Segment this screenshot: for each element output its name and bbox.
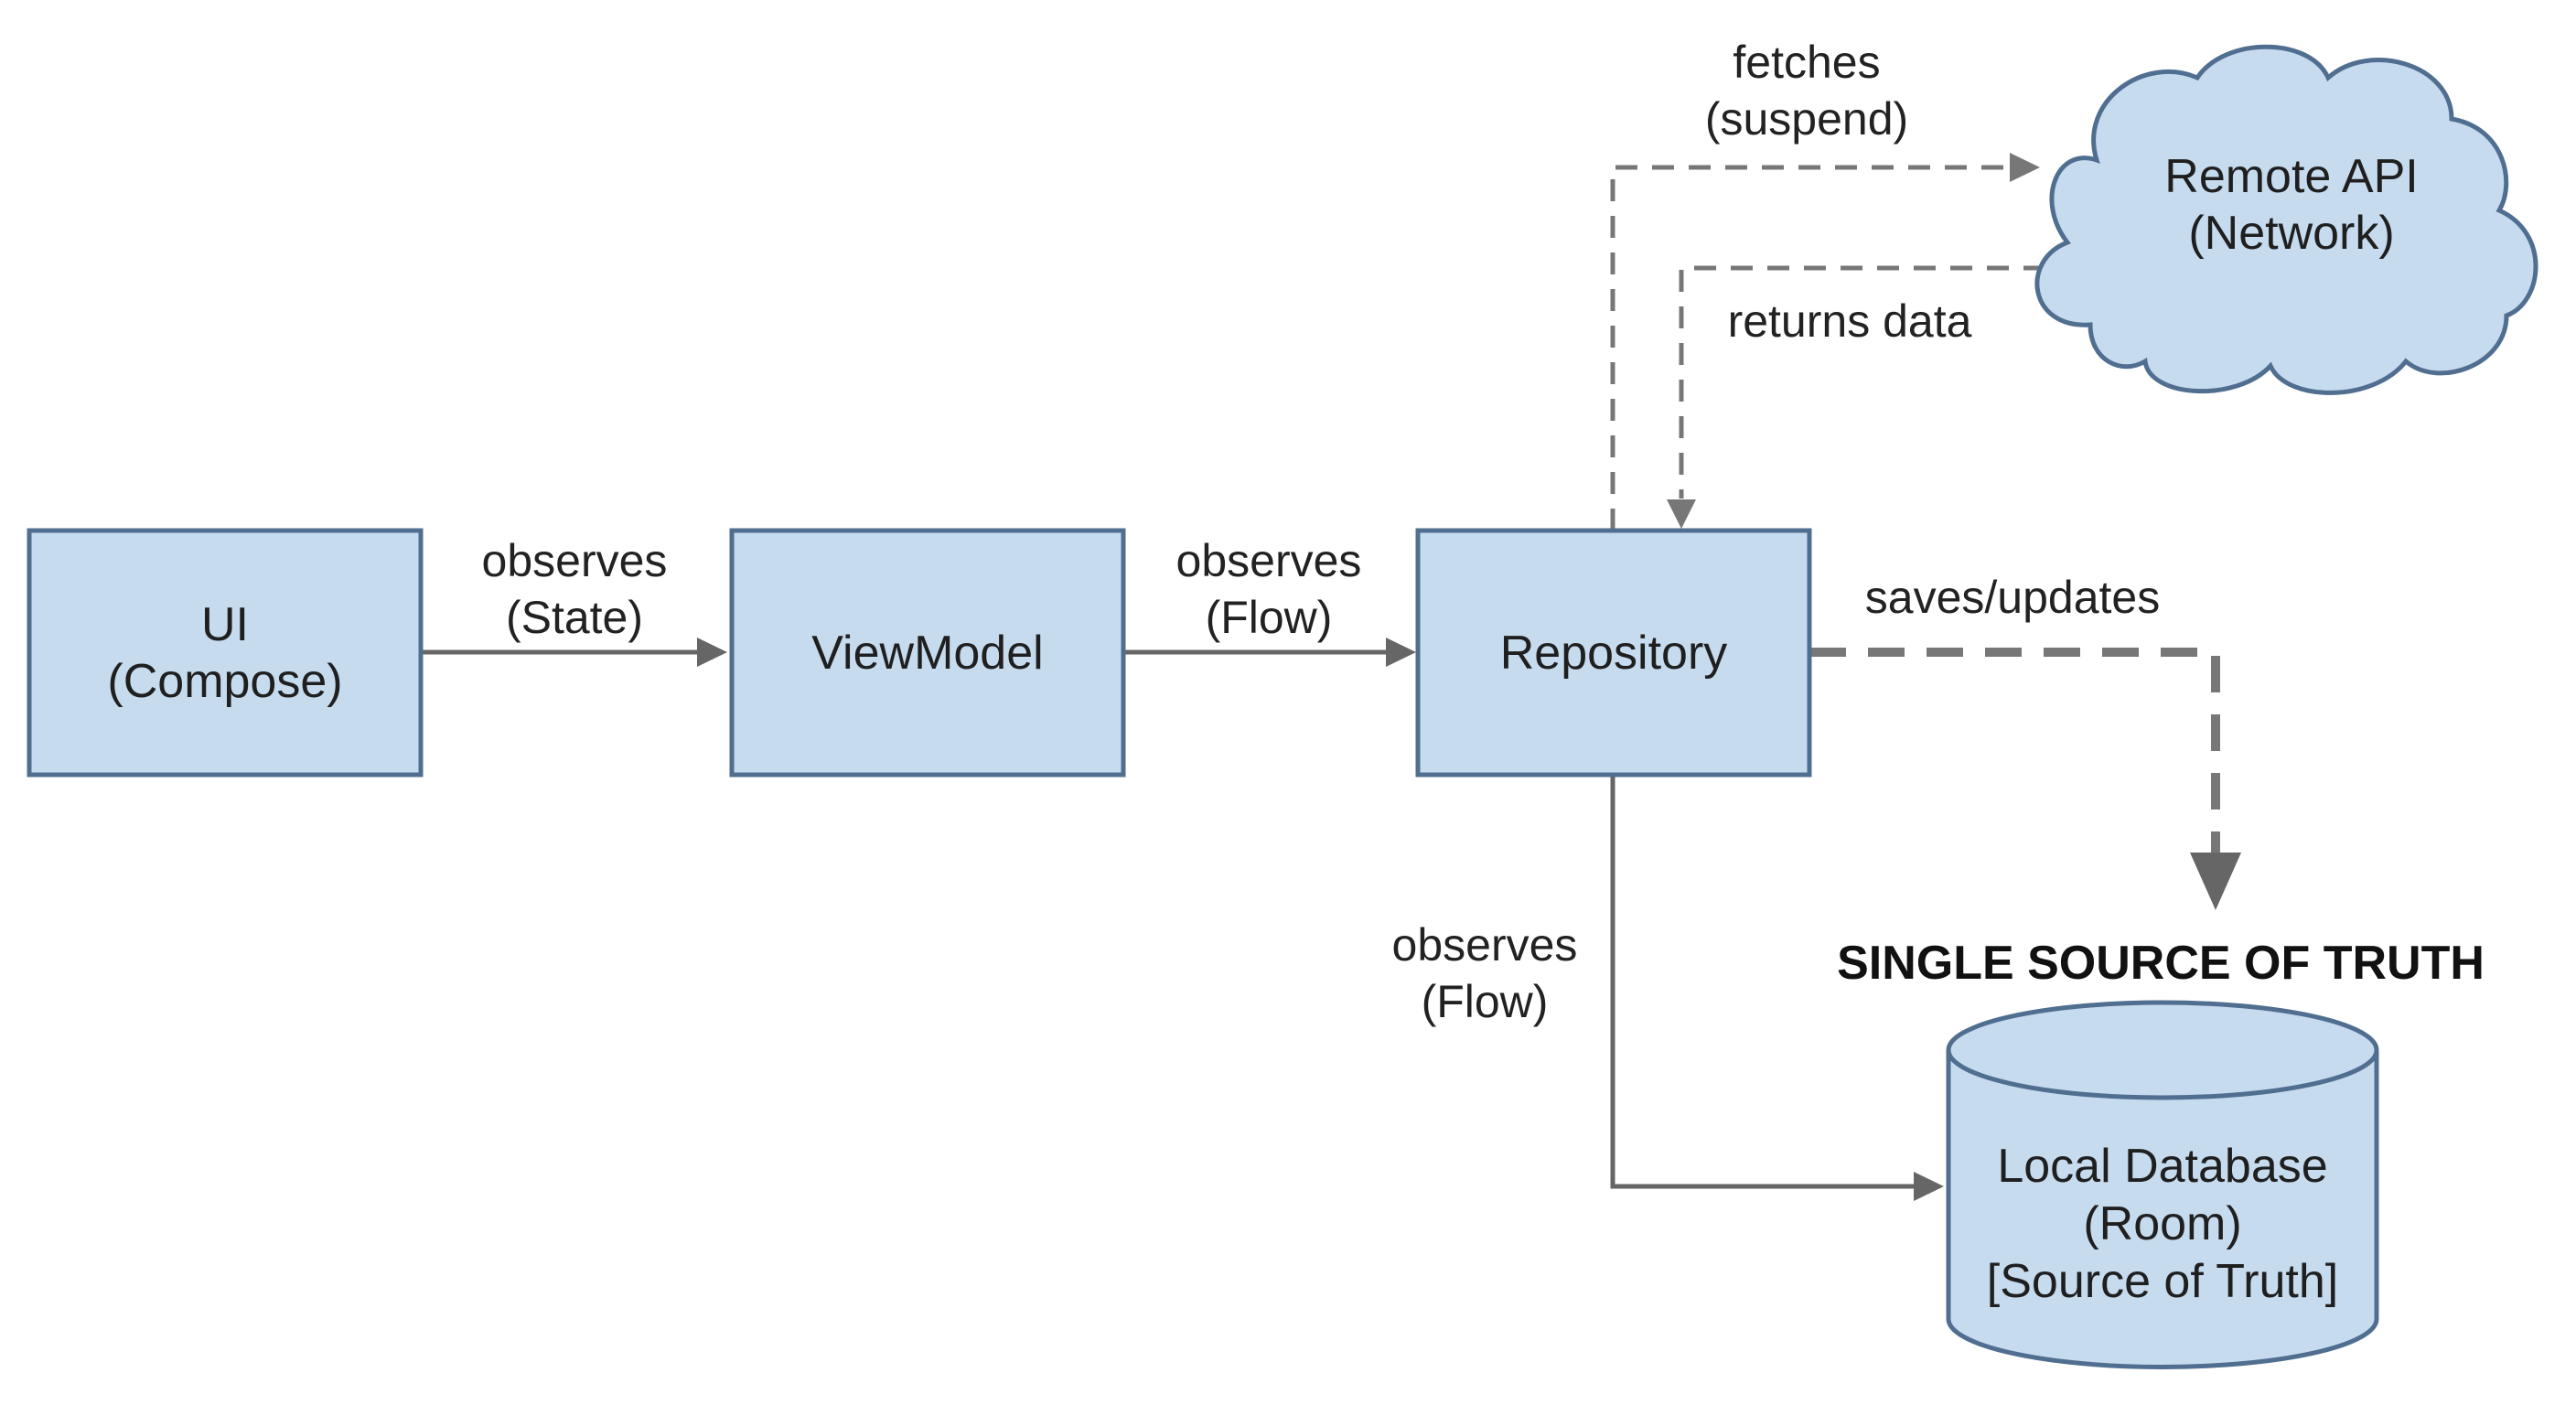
arrowhead-ui-to-viewmodel [697, 638, 727, 667]
cloud-shape [2034, 44, 2538, 395]
label-db-observes-1: observes [1392, 919, 1578, 971]
arrowhead-viewmodel-to-repository [1386, 638, 1416, 667]
node-viewmodel-label: ViewModel [811, 627, 1043, 680]
node-local-db-label: Local Database [1997, 1140, 2327, 1193]
node-repository-label: Repository [1500, 627, 1728, 680]
label-viewmodel-repository-2: (Flow) [1206, 592, 1333, 643]
edge-repository-to-db-save [1809, 648, 2220, 860]
single-source-heading: SINGLE SOURCE OF TRUTH [1837, 937, 2485, 990]
edge-remote-to-repository [1679, 265, 2045, 499]
node-local-db-sublabel: (Room) [2083, 1197, 2241, 1250]
node-remote-api-label: Remote API [2164, 150, 2418, 203]
arrowhead-repository-to-remote [2010, 153, 2040, 182]
label-fetches-2: (suspend) [1705, 93, 1908, 145]
arrowhead-repository-to-db-save [2190, 853, 2241, 910]
arrowhead-repository-to-db-observe [1914, 1172, 1944, 1201]
label-ui-viewmodel-1: observes [482, 535, 668, 586]
node-ui-sublabel: (Compose) [107, 655, 342, 708]
label-ui-viewmodel-2: (State) [506, 592, 643, 643]
cylinder-top [1946, 1000, 2379, 1100]
node-remote-api[interactable]: Remote API (Network) [2034, 44, 2538, 395]
node-repository[interactable]: Repository [1415, 528, 1812, 778]
label-fetches-1: fetches [1733, 37, 1880, 88]
label-db-observes-2: (Flow) [1422, 976, 1549, 1027]
node-ui-label: UI [201, 598, 249, 651]
node-local-db-note: [Source of Truth] [1987, 1255, 2338, 1308]
edge-repository-to-remote [1610, 165, 2012, 531]
edge-repository-to-db-observe [1610, 776, 1916, 1189]
cylinder-body [1946, 1050, 2379, 1369]
label-returns-data: returns data [1728, 295, 1972, 347]
node-remote-api-sublabel: (Network) [2188, 207, 2394, 260]
node-ui[interactable]: UI (Compose) [27, 528, 424, 778]
label-saves-updates: saves/updates [1865, 572, 2160, 623]
label-viewmodel-repository-1: observes [1176, 535, 1362, 586]
arrowhead-remote-to-repository [1667, 499, 1696, 529]
node-viewmodel[interactable]: ViewModel [729, 528, 1126, 778]
node-local-db[interactable]: Local Database (Room) [Source of Truth] [1946, 1000, 2379, 1369]
